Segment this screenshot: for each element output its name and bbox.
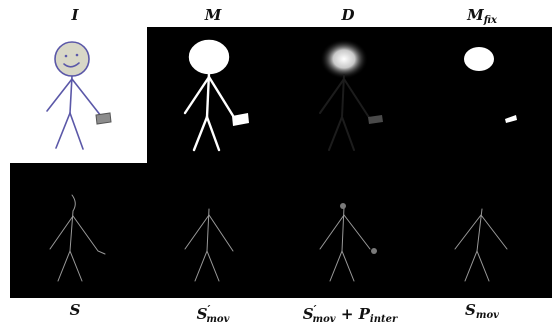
distance-arm-left xyxy=(319,78,345,114)
skeleton-smov-arm-left xyxy=(454,214,482,250)
sketch-eye-left xyxy=(64,54,68,58)
distance-leg-right xyxy=(341,116,355,151)
skeleton-smov-leg-right xyxy=(476,250,490,282)
panel-mask-M xyxy=(183,39,249,152)
label-D-main: D xyxy=(341,6,355,24)
interaction-point-hand xyxy=(371,248,377,254)
label-Smov-prime-plus-rest-sub: inter xyxy=(369,314,398,325)
stick-figure-sketch xyxy=(46,41,102,150)
panel-skeleton-Smov-prime xyxy=(184,208,234,282)
sketch-bag xyxy=(95,112,112,125)
skeleton-smovp-leg-left xyxy=(194,250,208,282)
mask-fix-bag xyxy=(505,115,517,123)
interaction-point-head xyxy=(340,203,346,209)
label-Smov: Smov xyxy=(413,301,551,325)
mask-leg-left xyxy=(192,115,209,152)
mask-arm-left xyxy=(183,75,211,115)
panel-input-sketch xyxy=(10,27,147,163)
skeleton-s-leg-left xyxy=(57,250,71,282)
skeleton-plus-body xyxy=(341,206,345,252)
panel-skeleton-S xyxy=(49,194,106,282)
label-Smov-sub: mov xyxy=(475,310,499,321)
distance-body xyxy=(341,74,345,118)
label-Smov-prime-plus-mark: ′ xyxy=(313,303,317,316)
label-Smov-prime: S′mov xyxy=(144,301,282,329)
label-Smov-prime-mark: ′ xyxy=(207,303,211,316)
skeleton-plus-leg-right xyxy=(341,250,355,282)
label-M: M xyxy=(144,6,282,24)
skeleton-smovp-arm-left xyxy=(184,214,210,250)
sketch-leg-right xyxy=(69,112,84,150)
panel-distance-D xyxy=(319,39,383,151)
mask-leg-right xyxy=(205,115,221,152)
distance-head-glow xyxy=(320,39,368,79)
label-Mfix-sub: fix xyxy=(483,15,497,26)
label-Smov-prime-plus-rest: + P xyxy=(335,305,370,323)
panel-black-bottom xyxy=(10,163,552,298)
skeleton-s-body xyxy=(69,210,74,252)
label-I: I xyxy=(6,6,144,24)
skeleton-smovp-arm-right xyxy=(208,214,234,252)
sketch-head xyxy=(54,41,90,77)
sketch-mouth xyxy=(63,62,80,68)
label-Mfix: Mfix xyxy=(413,6,551,30)
label-Mfix-main: M xyxy=(467,6,484,24)
panel-skeleton-plus-points xyxy=(319,203,377,282)
sketch-eye-right xyxy=(75,53,79,57)
distance-bag xyxy=(368,115,383,124)
skeleton-plus-arm-right xyxy=(343,214,371,250)
label-Smov-prime-plus-sub: mov xyxy=(312,314,336,325)
label-S: S xyxy=(6,301,144,319)
mask-body xyxy=(205,71,211,119)
skeleton-s-leg-right xyxy=(69,250,83,282)
label-Smov-prime-plus: S′mov + Pinter xyxy=(275,301,425,329)
skeleton-s-arm-right xyxy=(72,215,106,255)
sketch-body xyxy=(69,75,73,114)
skeleton-smov-arm-right xyxy=(480,214,508,250)
sketch-leg-left xyxy=(55,112,71,149)
panel-mask-fix xyxy=(464,47,517,123)
sketch-arm-left xyxy=(46,78,73,112)
label-Smov-prime-plus-main: S xyxy=(302,305,314,323)
skeleton-s-arm-left xyxy=(49,215,74,250)
mask-fix-head xyxy=(464,47,494,71)
distance-leg-left xyxy=(328,116,343,151)
skeleton-smov-leg-left xyxy=(464,250,478,282)
label-Smov-main: S xyxy=(465,301,476,319)
label-D: D xyxy=(279,6,417,24)
mask-bag xyxy=(232,113,249,126)
skeleton-plus-leg-left xyxy=(329,250,343,282)
skeleton-smovp-leg-right xyxy=(206,250,220,282)
panel-skeleton-Smov xyxy=(454,208,508,282)
sketch-arm-right xyxy=(71,78,102,117)
mask-arm-right xyxy=(207,75,237,121)
label-Smov-prime-main: S xyxy=(196,305,208,323)
label-S-main: S xyxy=(69,301,81,319)
mask-head xyxy=(188,39,230,75)
skeleton-plus-arm-left xyxy=(319,214,345,250)
label-M-main: M xyxy=(204,6,222,24)
skeleton-s-head xyxy=(71,194,76,212)
label-Smov-prime-sub: mov xyxy=(206,314,230,325)
label-I-main: I xyxy=(71,6,79,24)
distance-arm-right xyxy=(343,78,371,120)
